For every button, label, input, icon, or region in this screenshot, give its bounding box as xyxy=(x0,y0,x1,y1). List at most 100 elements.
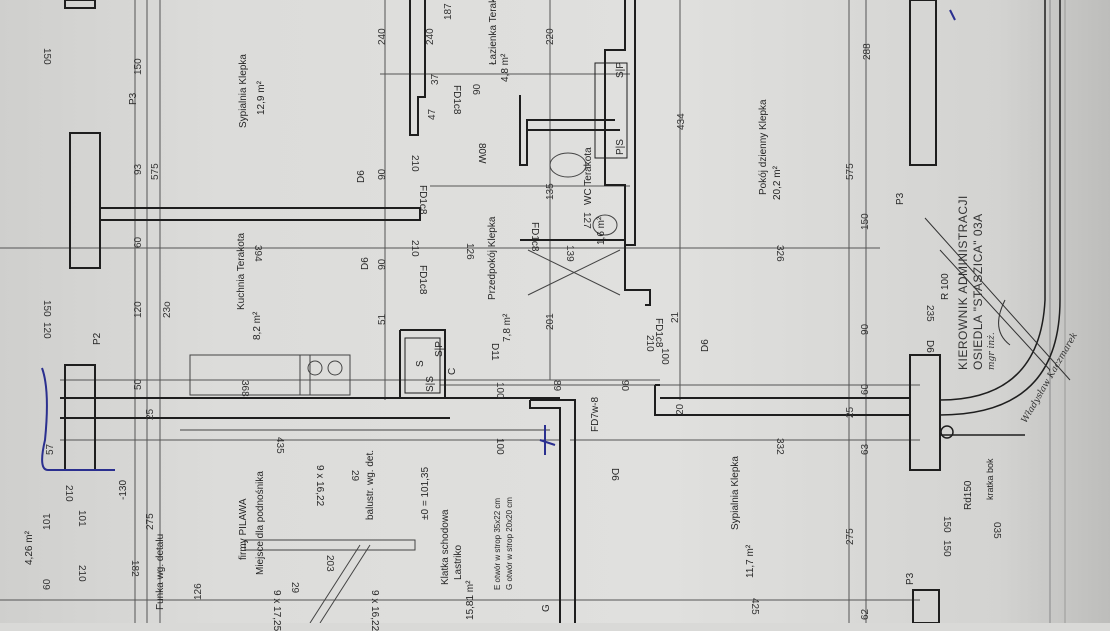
dim: 150 xyxy=(41,48,52,65)
symbol-sp: S|P xyxy=(615,62,626,78)
dim: 90 xyxy=(860,323,871,335)
dim: 182 xyxy=(129,560,140,577)
room-area: 7,8 m² xyxy=(502,313,513,342)
dim: 60 xyxy=(860,383,871,395)
admin-stamp-line1: KIEROWNIK ADMINISTRACJI xyxy=(956,195,970,370)
note-opening-e: E otwór w strop 35x22 cm xyxy=(493,497,502,590)
room-name: Łazienka xyxy=(488,24,499,65)
dim: 47 xyxy=(427,108,438,120)
symbol-d6: D6 xyxy=(700,339,711,352)
room-label-kuchnia: Kuchnia Terakota xyxy=(236,233,247,310)
admin-stamp-line2: OSIEDLA "STASZICA" 03A xyxy=(971,213,985,370)
symbol-sp: S|P xyxy=(434,341,445,357)
signature-scribble xyxy=(924,217,1071,381)
dim: 127 xyxy=(581,212,592,229)
note-level-130: -130 xyxy=(118,479,129,500)
symbol-fd1c8: FD1c8 xyxy=(417,185,428,215)
dim: 51 xyxy=(377,313,388,325)
dim: 100 xyxy=(659,348,670,365)
room-name: Przedpokój xyxy=(487,249,498,300)
room-area: 11,7 m² xyxy=(745,544,756,578)
room-area-small: 4,26 m² xyxy=(24,531,35,565)
room-label-pokoj-dzienny: Pokój dzienny Klepka xyxy=(758,99,769,195)
dim: 90 xyxy=(619,380,630,392)
symbol-d6: D6 xyxy=(360,257,371,270)
room-floor: Klepka xyxy=(758,99,769,130)
dim: 37 xyxy=(430,73,441,85)
note-vent: 80W xyxy=(476,143,487,164)
room-label-wc: WC Terakota xyxy=(583,147,594,205)
room-floor: Terakota xyxy=(488,0,499,23)
note-lift-place: Miejsce dla podnośnika xyxy=(255,471,266,575)
dim: 101 xyxy=(42,513,53,530)
dim: 126 xyxy=(464,243,475,260)
symbol-d6: D6 xyxy=(356,170,367,183)
note-lift-company: firmy PILAWA xyxy=(238,498,249,560)
room-label-sypialnia-2: Sypialnia Klepka xyxy=(730,456,741,530)
room-name: Sypialnia xyxy=(730,489,741,530)
dim: 035 xyxy=(991,522,1002,539)
dim: 288 xyxy=(862,43,873,60)
symbol-c: C xyxy=(447,367,458,375)
entrance-ramp xyxy=(939,0,1061,439)
dim: 187 xyxy=(443,3,454,20)
dim: 275 xyxy=(845,528,856,545)
symbol-d6: D6 xyxy=(609,468,620,481)
room-name: Pokój dzienny xyxy=(758,132,769,195)
dim: 90 xyxy=(377,168,388,180)
note-stairs-b: 9 x 17,25 xyxy=(271,590,282,631)
dim: 62 xyxy=(860,608,871,620)
note-stairs-c: 9 x 16,22 xyxy=(369,590,380,631)
dim: 210 xyxy=(63,485,74,502)
dim: 210 xyxy=(409,240,420,257)
dim: 120 xyxy=(133,301,144,318)
symbol-p2: P2 xyxy=(92,332,103,345)
dim: 210 xyxy=(409,155,420,172)
note-level: ±0 = 101,35 xyxy=(420,466,431,520)
dim: 25 xyxy=(145,408,156,420)
symbol-p3: P3 xyxy=(128,92,139,105)
dim: 29 xyxy=(349,470,360,482)
dim: 21 xyxy=(670,311,681,323)
pen-annotation xyxy=(41,9,956,471)
symbol-p3: P3 xyxy=(905,572,916,585)
dim: 203 xyxy=(324,555,335,572)
symbol-g: G xyxy=(541,604,552,612)
note-funnel: Funka wg. detalu xyxy=(155,533,166,610)
room-floor: Terakota xyxy=(583,147,594,186)
admin-stamp-title: mgr inż. xyxy=(987,332,997,370)
dim: 20 xyxy=(675,403,686,415)
dim: 29 xyxy=(289,582,300,594)
room-area: 12,9 m² xyxy=(256,81,267,115)
dim: 150 xyxy=(941,516,952,533)
note-stairs-a: 9 x 16,22 xyxy=(314,465,325,507)
symbol-ss: S|S xyxy=(425,376,436,392)
dim: 332 xyxy=(774,438,785,455)
dimension-lines xyxy=(0,0,1066,623)
dim: 25 xyxy=(845,406,856,418)
symbol-ps: P|S xyxy=(615,139,626,155)
dim: 135 xyxy=(545,183,556,200)
dim: 210 xyxy=(76,565,87,582)
dim: 50 xyxy=(133,378,144,390)
dim: 575 xyxy=(845,163,856,180)
dim: 100 xyxy=(494,382,505,399)
room-floor: Klepka xyxy=(730,456,741,487)
room-floor: Lastriko xyxy=(453,544,464,580)
room-area: 20,2 m² xyxy=(772,166,783,200)
dim: 235 xyxy=(924,305,935,322)
room-floor: Klepka xyxy=(238,54,249,85)
dim: 60 xyxy=(133,236,144,248)
dim: 435 xyxy=(274,437,285,454)
room-floor: Terakota xyxy=(236,232,247,272)
room-area: 8,2 m² xyxy=(252,311,263,340)
dim: 575 xyxy=(150,163,161,180)
note-opening-g: G otwór w strop 20x20 cm xyxy=(505,497,514,590)
dim: 326 xyxy=(774,245,785,262)
symbol-fd1c8: FD1c8 xyxy=(529,222,540,252)
dim: 394 xyxy=(252,245,263,262)
dim: 150 xyxy=(941,540,952,557)
dim: 120 xyxy=(41,322,52,339)
